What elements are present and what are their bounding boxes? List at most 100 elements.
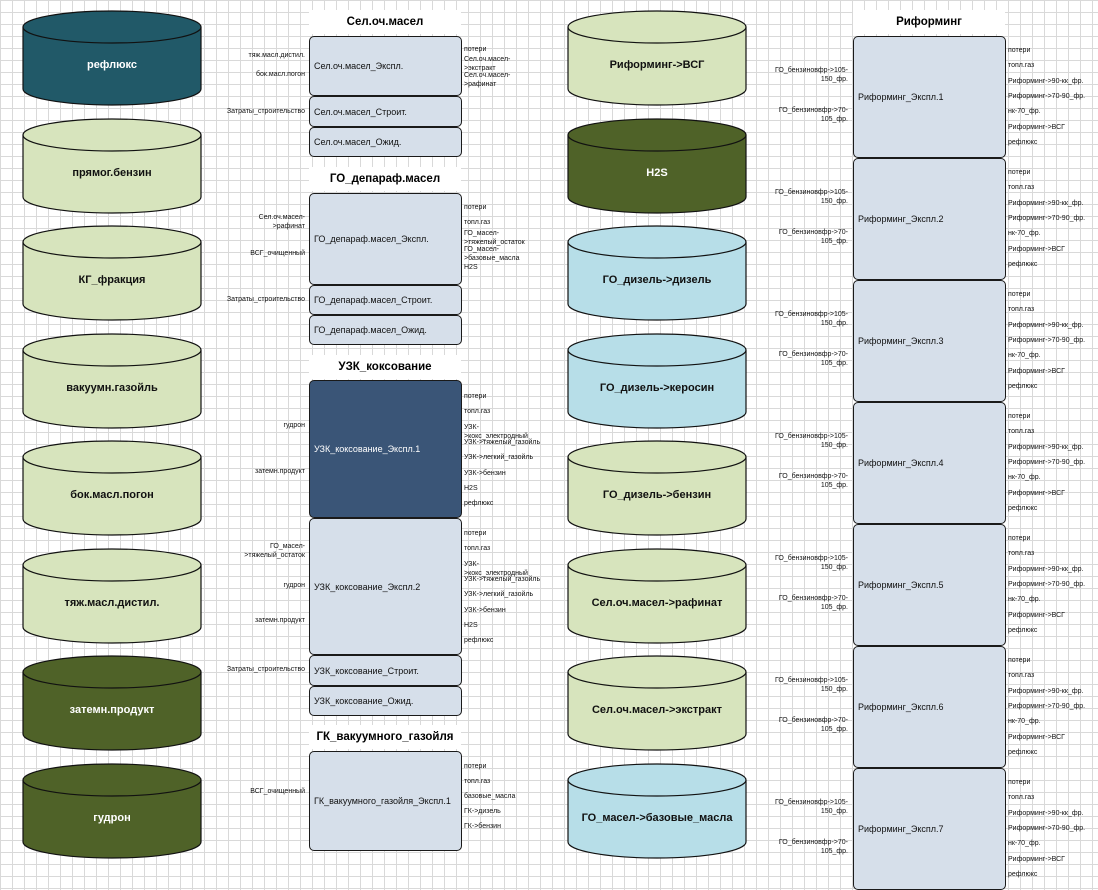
process-block-uzk-ozhid[interactable]: УЗК_коксование_Ожид. [309,686,462,716]
process-block-godep-stroit[interactable]: ГО_депараф.масел_Строит. [309,285,462,315]
storage-tank[interactable]: Сел.оч.масел->рафинат [567,547,747,644]
output-label: Риформинг->ВСГ [1008,123,1065,131]
cylinder-icon [22,117,202,214]
output-label: УЗК->тяжелый_газойль [464,575,541,583]
cylinder-icon [22,10,202,106]
storage-tank[interactable]: вакуумн.газойль [22,332,202,429]
output-label: потери [464,46,487,53]
storage-tank[interactable]: бок.масл.погон [22,440,202,536]
cylinder-icon [567,440,747,536]
storage-tank[interactable]: тяж.масл.дистил. [22,547,202,644]
storage-tank[interactable]: Сел.оч.масел->экстракт [567,655,747,751]
cylinder-icon [22,547,202,644]
process-block-uzk-stroit[interactable]: УЗК_коксование_Строит. [309,655,462,686]
output-label: УЗК->бензин [464,606,506,614]
input-label: ВСГ_очищенный [250,788,305,795]
input-label: ГО_бензиновфр->105- 150_фр. [774,555,848,571]
storage-tank[interactable]: H2S [567,117,747,214]
output-label: нк-70_фр. [1008,230,1041,238]
output-label: рефлюкс [1008,260,1038,268]
tank-label: Риформинг->ВСГ [609,59,705,71]
output-label: ГО_масел- >тяжелый_остаток [464,230,525,246]
output-label: нк-70_фр. [1008,474,1041,482]
process-block-sel-stroit[interactable]: Сел.оч.масел_Строит. [309,96,462,127]
cylinder-icon [567,117,747,214]
output-label: Риформинг->90-кк_фр. [1008,443,1084,451]
input-label: Сел.оч.масел- >рафинат [258,214,305,230]
process-block-rif[interactable]: Риформинг_Экспл.1 [853,36,1006,158]
process-block-godep-expl[interactable]: ГО_депараф.масел_Экспл. [309,193,462,285]
storage-tank[interactable]: прямог.бензин [22,117,202,214]
output-label: потери [464,530,487,537]
process-block-rif[interactable]: Риформинг_Экспл.5 [853,524,1006,646]
output-label: Риформинг->90-кк_фр. [1008,687,1084,695]
process-block-sel-ozhid[interactable]: Сел.оч.масел_Ожид. [309,127,462,157]
process-block-godep-ozhid[interactable]: ГО_депараф.масел_Ожид. [309,315,462,345]
process-block-rif[interactable]: Риформинг_Экспл.4 [853,402,1006,524]
output-label: УЗК- >кокс_электродный [464,560,528,577]
storage-tank[interactable]: ГО_масел->базовые_масла [567,762,747,859]
output-label: Риформинг->70-90_фр. [1008,702,1086,710]
group-title-godep: ГО_депараф.масел [309,167,461,191]
input-label: Затраты_строительство [226,666,305,673]
output-label: рефлюкс [1008,870,1038,878]
input-label: ГО_масел- >тяжелый_остаток [244,543,305,559]
output-label: топл.газ [464,545,491,553]
process-block-rif[interactable]: Риформинг_Экспл.3 [853,280,1006,402]
storage-tank[interactable]: ГО_дизель->дизель [567,225,747,321]
input-label: ГО_бензиновфр->105- 150_фр. [774,799,848,815]
tank-label: ГО_дизель->керосин [599,381,715,394]
storage-tank[interactable]: гудрон [22,762,202,859]
process-block-gk-expl1[interactable]: ГК_вакуумного_газойля_Экспл.1 [309,751,462,851]
input-label: ГО_бензиновфр->105- 150_фр. [774,433,848,449]
output-label: рефлюкс [1008,382,1038,390]
input-label: гудрон [283,422,305,429]
storage-tank[interactable]: рефлюкс [22,10,202,106]
output-label: нк-70_фр. [1008,718,1041,726]
tank-label: бок.масл.погон [70,489,154,501]
process-block-rif[interactable]: Риформинг_Экспл.7 [853,768,1006,890]
output-label: базовые_масла [464,793,516,800]
output-label: топл.газ [1008,306,1035,314]
input-label: бок.масл.погон [256,71,305,78]
group-title-rif: Риформинг [853,10,1005,34]
output-label: H2S [464,621,478,629]
tank-label: вакуумн.газойль [66,381,158,394]
storage-tank[interactable]: Риформинг->ВСГ [567,10,747,106]
output-label: Риформинг->90-кк_фр. [1008,565,1084,573]
output-label: рефлюкс [1008,504,1038,512]
storage-tank[interactable]: ГО_дизель->бензин [567,440,747,536]
output-label: Риформинг->90-кк_фр. [1008,77,1084,85]
output-label: УЗК->тяжелый_газойль [464,438,541,446]
tank-label: Сел.оч.масел->рафинат [591,596,723,609]
output-label: рефлюкс [1008,138,1038,146]
cylinder-icon [567,547,747,644]
tank-label: прямог.бензин [72,166,152,179]
output-label: потери [464,763,487,770]
process-block-uzk-expl1[interactable]: УЗК_коксование_Экспл.1 [309,380,462,518]
process-block-sel-expl[interactable]: Сел.оч.масел_Экспл. [309,36,462,96]
input-label: ГО_бензиновфр->105- 150_фр. [774,311,848,327]
output-label: Сел.оч.масел- >рафинат [464,72,511,88]
storage-tank[interactable]: ГО_дизель->керосин [567,332,747,429]
cylinder-icon [567,225,747,321]
output-label: ГК->дизель [464,808,501,815]
process-block-uzk-expl2[interactable]: УЗК_коксование_Экспл.2 [309,518,462,655]
output-label: топл.газ [464,778,491,785]
storage-tank[interactable]: КГ_фракция [22,225,202,321]
output-label: УЗК->бензин [464,469,506,477]
tank-label: H2S [646,166,668,179]
tank-label: тяж.масл.дистил. [64,596,160,609]
process-block-rif[interactable]: Риформинг_Экспл.6 [853,646,1006,768]
output-label: УЗК->легкий_газойль [464,591,534,599]
cylinder-icon [22,440,202,536]
process-block-rif[interactable]: Риформинг_Экспл.2 [853,158,1006,280]
storage-tank[interactable]: затемн.продукт [22,655,202,751]
output-label: Риформинг->90-кк_фр. [1008,809,1084,817]
input-label: затемн.продукт [255,617,305,624]
output-label: потери [1008,413,1031,420]
group-title-gk: ГК_вакуумного_газойля [309,725,461,749]
output-label: топл.газ [1008,184,1035,192]
input-label: затемн.продукт [255,468,305,475]
output-label: потери [1008,47,1031,54]
